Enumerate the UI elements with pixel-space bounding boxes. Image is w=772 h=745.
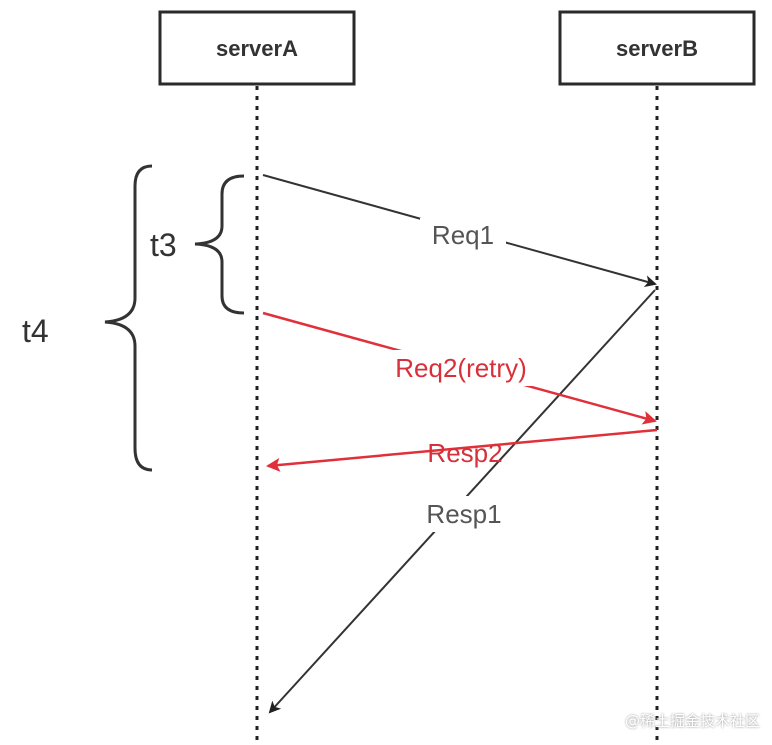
t4-label: t4 <box>22 313 49 349</box>
resp2-label: Resp2 <box>427 438 502 468</box>
resp1-label-bg <box>416 496 512 532</box>
participant-server-b: serverB <box>558 10 756 86</box>
t3-label: t3 <box>150 227 177 263</box>
participant-server-a: serverA <box>158 10 356 86</box>
participant-box <box>558 10 756 86</box>
participant-box <box>158 10 356 86</box>
resp1-label: Resp1 <box>426 499 501 529</box>
req1-label-bg <box>420 218 506 252</box>
participant-b-label: serverB <box>616 36 698 61</box>
req2-label: Req2(retry) <box>395 353 526 383</box>
watermark-text: @稀土掘金技术社区 <box>624 712 760 730</box>
resp2-arrow <box>266 428 658 472</box>
participant-a-label: serverA <box>216 36 298 61</box>
req2-label-bg <box>370 350 552 386</box>
t3-brace <box>194 174 245 315</box>
req1-label: Req1 <box>432 220 494 250</box>
t4-brace <box>104 164 153 472</box>
